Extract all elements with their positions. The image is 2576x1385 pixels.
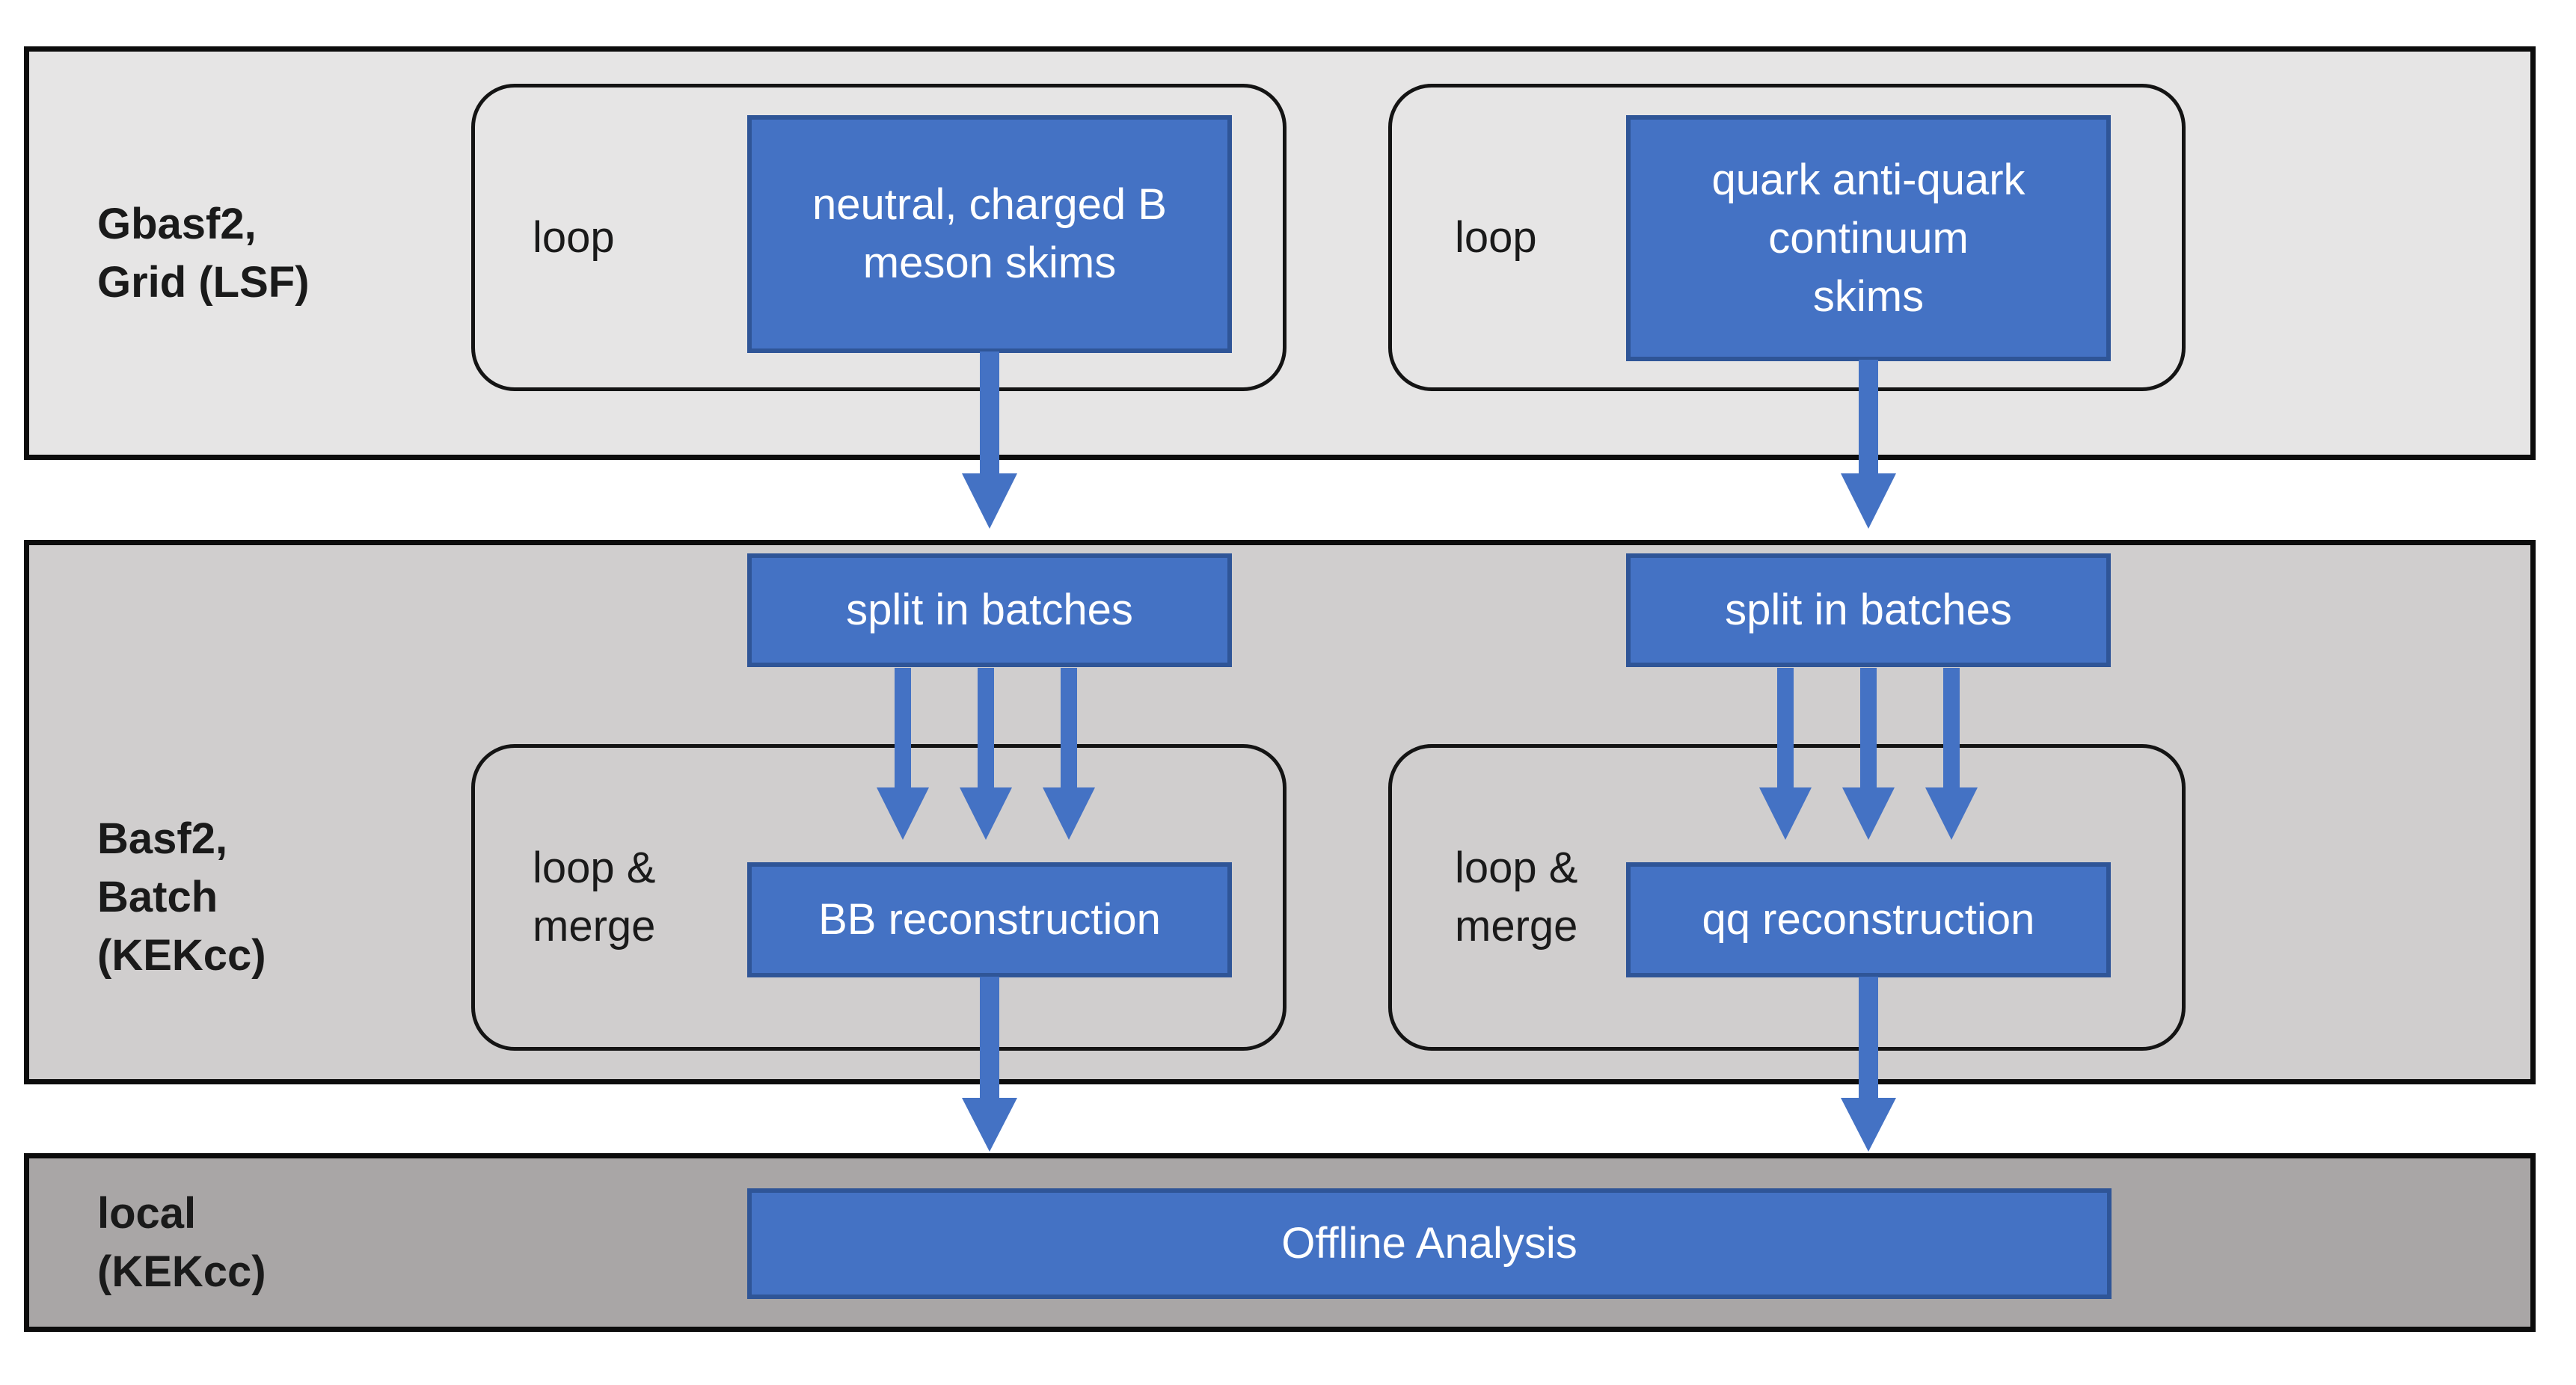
continuum-skims-line3: skims: [1812, 271, 1925, 321]
process-box-split-right: split in batches: [1626, 553, 2111, 667]
flow-arrow-right-skims-to-split: [1841, 360, 1896, 529]
process-box-continuum-skims: quark anti-quark continuum skims: [1626, 115, 2111, 361]
arrow-head-icon: [960, 787, 1012, 840]
band-local-label-line2: (KEKcc): [97, 1247, 266, 1296]
arrow-stem: [980, 977, 999, 1098]
process-box-b-meson-skims: neutral, charged B meson skims: [747, 115, 1232, 353]
arrow-stem: [1777, 668, 1794, 787]
loop-label-left: loop: [533, 84, 615, 391]
arrow-stem: [1061, 668, 1077, 787]
flow-arrow-left-skims-to-split: [962, 351, 1017, 529]
arrow-head-icon: [877, 787, 929, 840]
band-batch-label-line1: Basf2,: [97, 814, 228, 863]
flow-arrow-batch-left-1: [877, 668, 929, 840]
band-batch-label-line3: (KEKcc): [97, 931, 266, 980]
continuum-skims-line2: continuum: [1768, 213, 1969, 262]
flow-arrow-batch-right-1: [1759, 668, 1812, 840]
loop-label-left-text: loop: [533, 212, 615, 262]
bb-reconstruction-text: BB reconstruction: [818, 895, 1161, 944]
band-grid-label: Gbasf2, Grid (LSF): [97, 46, 310, 460]
arrow-stem: [1860, 668, 1877, 787]
band-local-label: local (KEKcc): [97, 1153, 266, 1332]
flow-arrow-left-to-offline: [962, 977, 1017, 1152]
b-skims-line2: meson skims: [862, 239, 1117, 287]
process-box-bb-reconstruction: BB reconstruction: [747, 862, 1232, 977]
arrow-head-icon: [1925, 787, 1978, 840]
loop-merge-right-line1: loop &: [1455, 844, 1578, 892]
arrow-head-icon: [1043, 787, 1095, 840]
arrow-head-icon: [1842, 787, 1895, 840]
loop-label-right: loop: [1455, 84, 1537, 391]
arrow-stem: [1943, 668, 1960, 787]
continuum-skims-line1: quark anti-quark: [1711, 155, 2025, 204]
arrow-head-icon: [1841, 473, 1896, 529]
process-box-split-left: split in batches: [747, 553, 1232, 667]
arrow-head-icon: [1759, 787, 1812, 840]
arrow-stem: [980, 351, 999, 473]
band-batch: [24, 540, 2536, 1084]
loop-merge-left-line2: merge: [533, 902, 656, 951]
band-batch-label: Basf2, Batch (KEKcc): [97, 744, 266, 1051]
loop-container-continuum-skims: [1388, 84, 2186, 391]
band-batch-label-line2: Batch: [97, 873, 218, 921]
band-grid-label-line2: Grid (LSF): [97, 257, 310, 307]
loop-merge-label-left: loop & merge: [533, 744, 655, 1051]
arrow-head-icon: [962, 473, 1017, 529]
arrow-head-icon: [962, 1098, 1017, 1152]
qq-reconstruction-text: qq reconstruction: [1702, 895, 2035, 944]
loop-container-b-skims: [471, 84, 1287, 391]
process-box-offline-analysis: Offline Analysis: [747, 1188, 2112, 1299]
loop-merge-left-line1: loop &: [533, 844, 656, 892]
b-skims-line1: neutral, charged B: [812, 180, 1167, 229]
loop-label-right-text: loop: [1455, 212, 1537, 262]
flow-arrow-batch-left-2: [960, 668, 1012, 840]
flow-arrow-batch-left-3: [1043, 668, 1095, 840]
process-box-qq-reconstruction: qq reconstruction: [1626, 862, 2111, 977]
arrow-head-icon: [1841, 1098, 1896, 1152]
flow-arrow-right-to-offline: [1841, 977, 1896, 1152]
flow-arrow-batch-right-3: [1925, 668, 1978, 840]
loop-merge-container-bb: [471, 744, 1287, 1051]
arrow-stem: [1859, 977, 1878, 1098]
band-local-label-line1: local: [97, 1188, 197, 1238]
offline-analysis-text: Offline Analysis: [1281, 1219, 1577, 1268]
split-left-text: split in batches: [846, 586, 1133, 634]
loop-merge-right-line2: merge: [1455, 902, 1578, 951]
split-right-text: split in batches: [1725, 586, 2012, 634]
arrow-stem: [895, 668, 911, 787]
arrow-stem: [1859, 360, 1878, 473]
flow-arrow-batch-right-2: [1842, 668, 1895, 840]
loop-merge-label-right: loop & merge: [1455, 744, 1577, 1051]
arrow-stem: [978, 668, 994, 787]
band-grid-label-line1: Gbasf2,: [97, 199, 257, 248]
